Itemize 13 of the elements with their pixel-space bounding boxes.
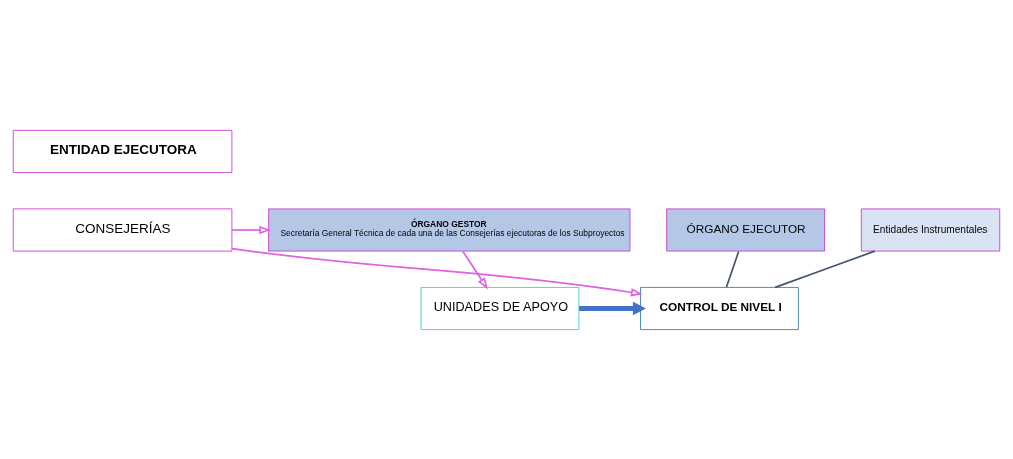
arrow bbox=[462, 250, 488, 289]
node-box: CONSEJERÍAS bbox=[12, 207, 233, 252]
node-box: Entidades Instrumentales bbox=[860, 207, 1001, 252]
node-box: ÓRGANO GESTOR Secretaría General Técnica de cada una de las Consejerías ejecutoras de los Subproyectos bbox=[268, 207, 631, 252]
connector bbox=[725, 250, 740, 288]
arrow bbox=[231, 225, 272, 234]
arrow bbox=[579, 301, 646, 315]
node-box: ENTIDAD EJECUTORA bbox=[12, 129, 233, 173]
node-box: UNIDADES DE APOYO bbox=[420, 286, 580, 330]
arrow bbox=[231, 247, 643, 296]
node-box: ÓRGANO EJECUTOR bbox=[666, 207, 825, 252]
node-box: CONTROL DE NIVEL I bbox=[640, 286, 799, 330]
connector bbox=[774, 249, 876, 288]
